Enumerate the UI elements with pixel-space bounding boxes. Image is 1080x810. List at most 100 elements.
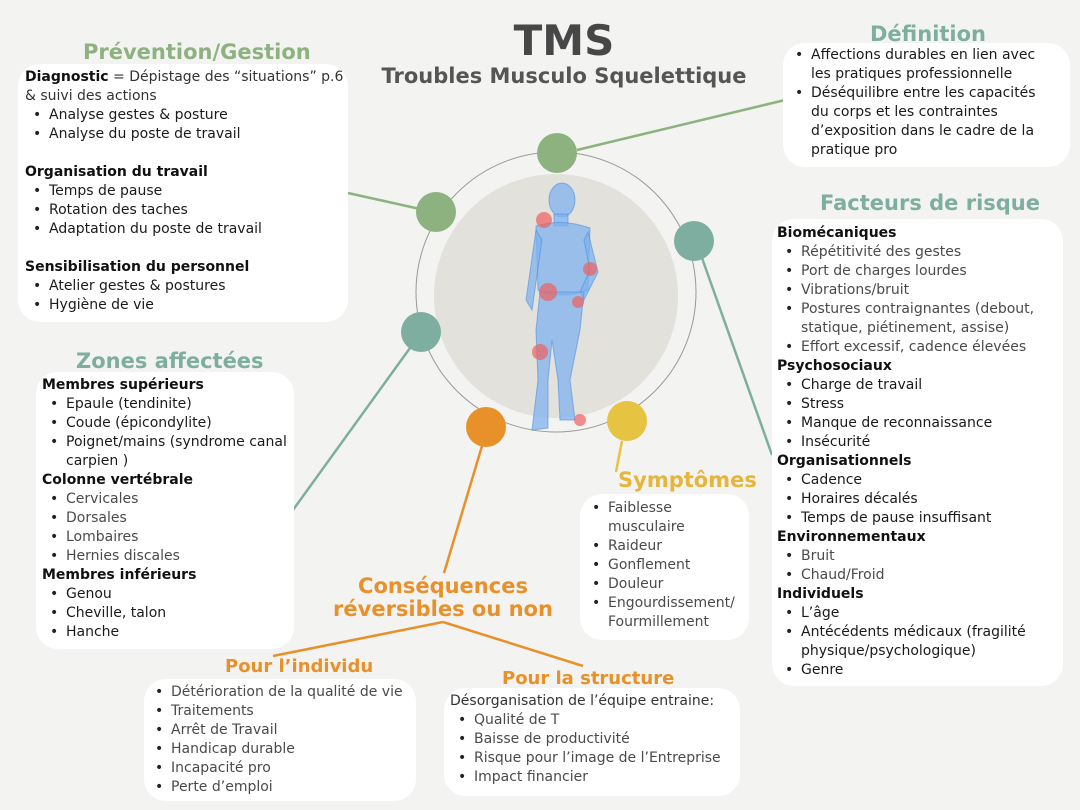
symptomes-title: Symptômes (618, 468, 757, 492)
consequences-title-line1: Conséquences (358, 574, 528, 598)
list-item: Adaptation du poste de travail (33, 220, 345, 239)
node-prevention (416, 192, 456, 232)
connector-individu (272, 620, 444, 658)
connector-facteurs (700, 257, 774, 456)
group: Diagnostic = Dépistage des “situations” … (25, 68, 345, 144)
list-item: Epaule (tendinite) (50, 395, 292, 414)
group-heading: Biomécaniques (777, 225, 897, 241)
group-header: Biomécaniques (777, 224, 1061, 243)
group-heading: Organisation du travail (25, 164, 208, 180)
list-item: Bruit (785, 547, 1061, 566)
list-item: Genre (785, 661, 1061, 680)
group-heading: Environnementaux (777, 529, 926, 545)
group: Membres inférieursGenouCheville, talonHa… (42, 566, 292, 642)
node-facteurs (674, 221, 714, 261)
bullet-list: Analyse gestes & postureAnalyse du poste… (25, 106, 345, 144)
group: OrganisationnelsCadenceHoraires décalésT… (777, 452, 1061, 528)
group-header: Colonne vertébrale (42, 471, 292, 490)
list-item: Port de charges lourdes (785, 262, 1061, 281)
zones-title: Zones affectées (76, 349, 264, 373)
list-item: L’âge (785, 604, 1061, 623)
definition-title: Définition (870, 22, 987, 46)
bullet-list: Epaule (tendinite)Coude (épicondylite)Po… (42, 395, 292, 471)
list-item: Risque pour l’image de l’Entreprise (458, 749, 740, 768)
node-definition (537, 133, 577, 173)
bullet-list: Atelier gestes & posturesHygiène de vie (25, 277, 345, 315)
group: Désorganisation de l’équipe entraine: Qua… (450, 692, 740, 787)
pain-highlights (532, 212, 597, 426)
list-item: Détérioration de la qualité de vie (155, 683, 417, 702)
page-title: TMS (513, 16, 615, 65)
list-item: Analyse du poste de travail (33, 125, 345, 144)
connector-zones (291, 347, 412, 511)
list-item: Stress (785, 395, 1061, 414)
list-item: Gonflement (592, 556, 749, 575)
connector-structure (442, 620, 584, 668)
list-item: Hanche (50, 623, 292, 642)
page-subtitle: Troubles Musculo Squelettique (381, 64, 747, 88)
list-item: Lombaires (50, 528, 292, 547)
bullet-list: Faiblesse musculaireRaideurGonflementDou… (584, 499, 749, 632)
group: Membres supérieursEpaule (tendinite)Coud… (42, 376, 292, 471)
group-header: Psychosociaux (777, 357, 1061, 376)
prevention-content: Diagnostic = Dépistage des “situations” … (25, 68, 345, 315)
list-item: Raideur (592, 537, 749, 556)
connector-consequences (442, 445, 484, 574)
group-header: Individuels (777, 585, 1061, 604)
list-item: Traitements (155, 702, 417, 721)
list-item: Impact financier (458, 768, 740, 787)
list-item: Hernies discales (50, 547, 292, 566)
group: EnvironnementauxBruitChaud/Froid (777, 528, 1061, 585)
list-item: Affections durables en lien avec les pra… (795, 46, 1057, 84)
group: PsychosociauxCharge de travailStressManq… (777, 357, 1061, 452)
group-heading: Organisationnels (777, 453, 912, 469)
facteurs-title: Facteurs de risque (820, 191, 1040, 215)
list-item: Antécédents médicaux (fragilité physique… (785, 623, 1061, 661)
consequences-title: Conséquences réversibles ou non (300, 575, 586, 621)
list-item: Atelier gestes & postures (33, 277, 345, 296)
list-item: Horaires décalés (785, 490, 1061, 509)
bullet-list: Qualité de TBaisse de productivitéRisque… (450, 711, 740, 787)
group-heading: Membres supérieurs (42, 377, 204, 393)
group: Sensibilisation du personnelAtelier gest… (25, 258, 345, 315)
list-item: Perte d’emploi (155, 778, 417, 797)
definition-content: Affections durables en lien avec les pra… (787, 46, 1057, 160)
group-heading: Membres inférieurs (42, 567, 197, 583)
spacer (25, 144, 345, 163)
list-item: Insécurité (785, 433, 1061, 452)
list-item: Douleur (592, 575, 749, 594)
list-item: Vibrations/bruit (785, 281, 1061, 300)
prevention-title: Prévention/Gestion (83, 40, 311, 64)
bullet-list: Affections durables en lien avec les pra… (787, 46, 1057, 160)
list-item: Handicap durable (155, 740, 417, 759)
list-item: Charge de travail (785, 376, 1061, 395)
group-intro: Désorganisation de l’équipe entraine: (450, 693, 715, 709)
list-item: Effort excessif, cadence élevées (785, 338, 1061, 357)
list-item: Chaud/Froid (785, 566, 1061, 585)
list-item: Répétitivité des gestes (785, 243, 1061, 262)
group-header: Désorganisation de l’équipe entraine: (450, 692, 740, 711)
list-item: Temps de pause (33, 182, 345, 201)
connector-symptomes (614, 440, 624, 473)
group: Détérioration de la qualité de vieTraite… (147, 683, 417, 797)
node-consequences (466, 407, 506, 447)
list-item: Qualité de T (458, 711, 740, 730)
list-item: Cervicales (50, 490, 292, 509)
bullet-list: BruitChaud/Froid (777, 547, 1061, 585)
group-heading: Psychosociaux (777, 358, 892, 374)
group-heading: Diagnostic (25, 69, 109, 85)
body-figure-illustration (525, 182, 599, 431)
list-item: Genou (50, 585, 292, 604)
group-header: Sensibilisation du personnel (25, 258, 345, 277)
spacer (25, 239, 345, 258)
bullet-list: CervicalesDorsalesLombairesHernies disca… (42, 490, 292, 566)
group-header: Organisationnels (777, 452, 1061, 471)
group-intro: = Dépistage des “situations” p.6 & suivi… (25, 69, 344, 104)
bullet-list: Détérioration de la qualité de vieTraite… (147, 683, 417, 797)
zones-content: Membres supérieursEpaule (tendinite)Coud… (42, 376, 292, 642)
list-item: Coude (épicondylite) (50, 414, 292, 433)
group: Affections durables en lien avec les pra… (787, 46, 1057, 160)
list-item: Hygiène de vie (33, 296, 345, 315)
list-item: Dorsales (50, 509, 292, 528)
group: Organisation du travailTemps de pauseRot… (25, 163, 345, 239)
